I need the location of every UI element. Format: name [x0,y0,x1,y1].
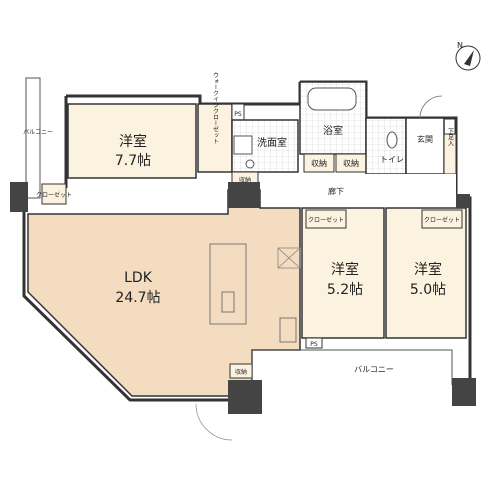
balcony-left-label: バルコニー [23,129,53,136]
closet-c [421,209,463,229]
bathroom-label: 浴室 [323,124,343,137]
ps-bottom [305,337,323,349]
room-western-a-size: 7.7帖 [115,153,151,169]
fridge-mark-2 [277,247,301,269]
balcony-bottom: バルコニー [251,349,453,396]
closet-small-left [41,183,67,205]
storage-4-label: 収納 [235,368,247,376]
ps-top-label: PS [234,111,242,118]
walk-in-closet-label: ウォークインクローゼット [212,72,219,144]
kitchen-sink [221,291,235,313]
closet-b-label: クローゼット [308,216,344,224]
pillar-right-mid [456,194,470,208]
storage-1 [303,153,335,173]
toilet-label: トイレ [380,155,404,164]
room-ldk-name: LDK [124,270,153,286]
laundry-space [233,135,253,155]
stove-icon [279,317,297,343]
kitchen-island [209,243,247,325]
hallway [260,174,456,206]
storage-2-label: 収納 [343,158,359,168]
entrance-label: 玄関 [417,134,433,144]
room-western-a-name: 洋室 [119,133,147,150]
room-toilet [365,117,407,175]
fridge-space [277,247,301,269]
north-arrow: N [455,41,481,71]
room-western-b [301,207,385,339]
ps-bottom-label: PS [310,341,318,348]
room-western-b-name: 洋室 [331,261,359,278]
pillar-left-top [10,182,28,212]
room-western-c [385,207,467,339]
shoe-closet-label: 下足入 [447,128,454,146]
room-ldk [27,189,301,397]
sink-icon [245,159,255,169]
closet-b [305,209,347,229]
balcony-bottom-label: バルコニー [354,365,394,374]
storage-1-label: 収納 [311,158,327,168]
storage-3-label: 収納 [239,176,251,184]
washroom-label: 洗面室 [257,136,287,149]
pillar-bottom-right [452,378,476,406]
room-western-b-size: 5.2帖 [327,282,363,298]
door-swing-ldk [195,403,233,441]
closet-small-left-label: クローゼット [36,191,72,199]
bathtub-icon [307,87,357,111]
closet-c-label: クローゼット [424,216,460,224]
room-western-c-size: 5.0帖 [410,282,446,298]
entrance-door-swing [419,95,443,119]
room-western-a [67,103,197,179]
hallway-label: 廊下 [328,186,344,196]
north-label: N [457,41,463,50]
pillar-mid-top [228,182,260,208]
pillar-bottom-left [228,380,262,414]
balcony-left: バルコニー [23,77,53,199]
room-ldk-size: 24.7帖 [115,290,160,306]
room-entrance [405,117,445,175]
room-western-c-name: 洋室 [414,261,442,278]
toilet-icon [386,131,398,149]
